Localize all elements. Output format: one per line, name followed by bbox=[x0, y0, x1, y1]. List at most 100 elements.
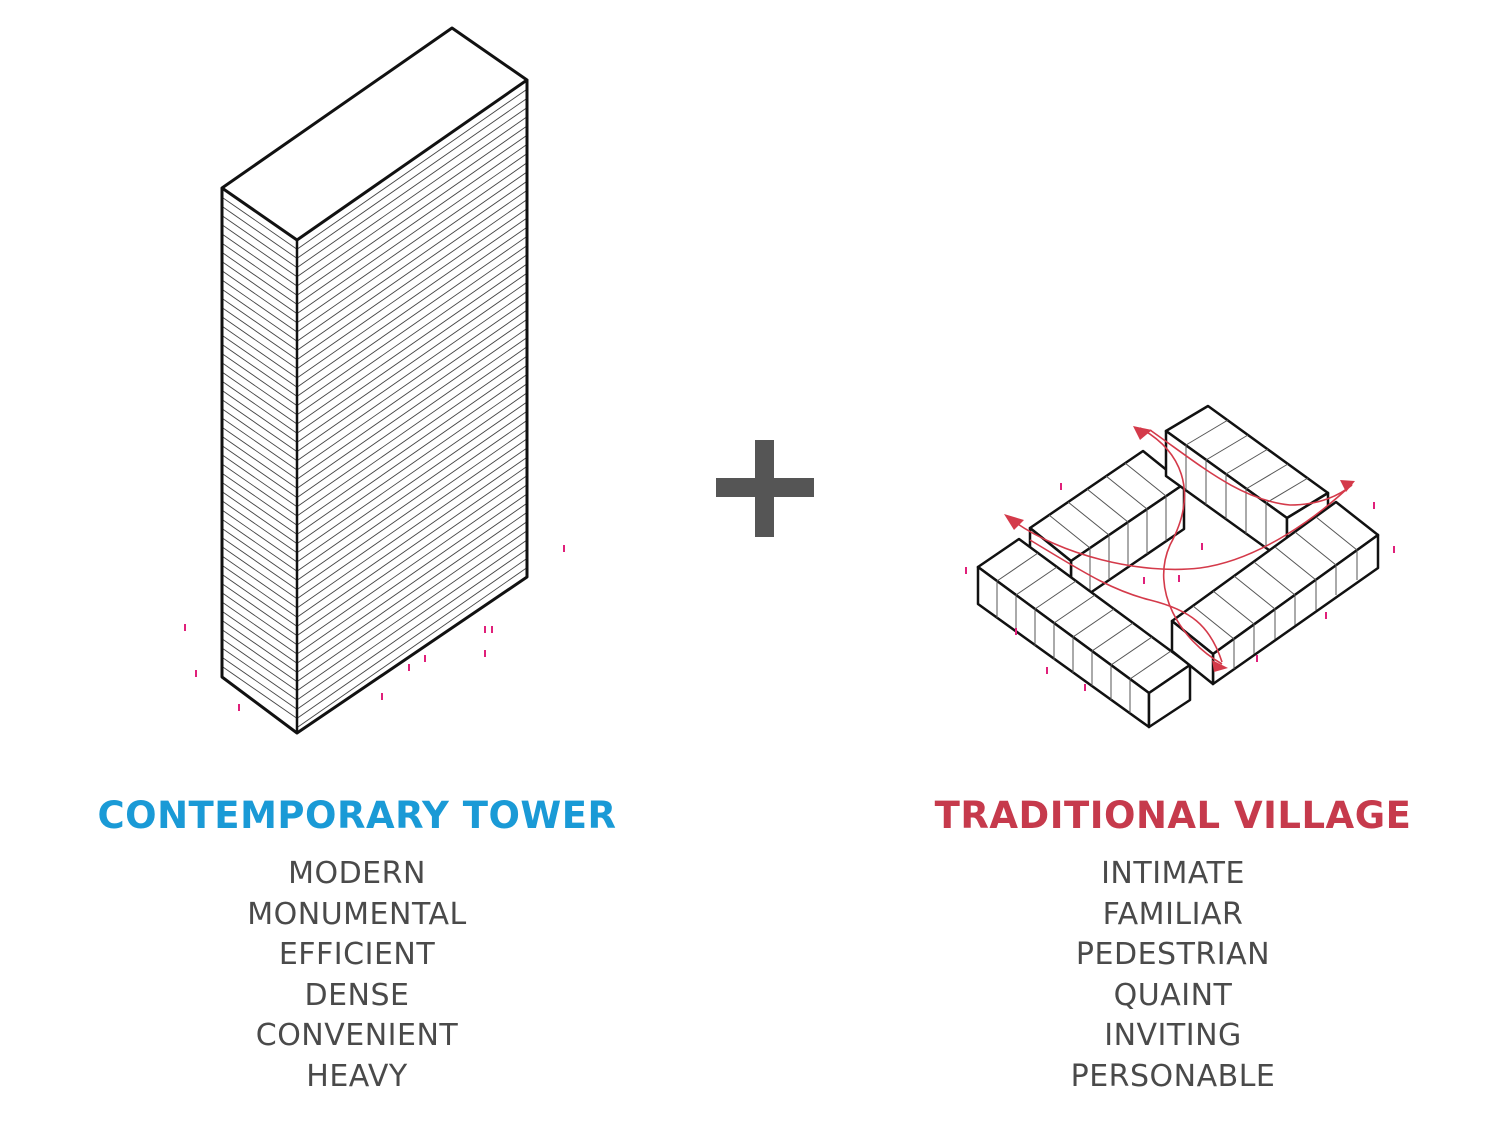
tower-floor-line bbox=[296, 98, 528, 259]
tower-floor-line bbox=[221, 224, 298, 278]
tower-floor-line bbox=[221, 518, 298, 572]
tower-floor-line bbox=[296, 328, 528, 489]
comparison-illustration bbox=[184, 26, 1395, 735]
village-trait: INVITING bbox=[1104, 1018, 1242, 1053]
village-block-back-left bbox=[1028, 449, 1186, 608]
tower-trait: HEAVY bbox=[306, 1058, 408, 1094]
tower-floor-line bbox=[296, 364, 528, 526]
tower-floor-line bbox=[296, 162, 528, 324]
tower-floor-line bbox=[221, 592, 298, 646]
tower-floor-line bbox=[296, 512, 528, 673]
tower-floor-line bbox=[221, 353, 298, 406]
tower-floor-line bbox=[221, 316, 298, 370]
tower-floor-line bbox=[296, 558, 528, 719]
tower-pedestrian-figures bbox=[184, 545, 565, 711]
village-trait: QUAINT bbox=[1113, 977, 1233, 1013]
tower-floor-line bbox=[296, 539, 528, 701]
tower-roof bbox=[220, 26, 529, 242]
tower-floor-line bbox=[296, 153, 528, 314]
tower-trait-list: MODERN MONUMENTAL EFFICIENT DENSE CONVEN… bbox=[57, 854, 657, 1097]
tower-floor-line bbox=[221, 362, 298, 416]
tower-floor-line bbox=[221, 417, 298, 471]
tower-floor-line bbox=[221, 564, 298, 618]
tower-floor-line bbox=[296, 493, 528, 655]
tower-floor-line bbox=[296, 401, 528, 563]
village-trait: PERSONABLE bbox=[1070, 1058, 1276, 1094]
tower-floor-line bbox=[221, 215, 298, 268]
tower-floor-line bbox=[221, 491, 298, 544]
village-blocks-icon bbox=[976, 404, 1380, 729]
village-trait-list: INTIMATE FAMILIAR PEDESTRIAN QUAINT INVI… bbox=[873, 854, 1473, 1097]
tower-floor-line bbox=[296, 88, 528, 250]
tower-title: CONTEMPORARY TOWER bbox=[97, 794, 617, 837]
tower-floor-line bbox=[221, 509, 298, 563]
tower-floor-line bbox=[296, 420, 528, 581]
tower-floor-line bbox=[221, 233, 298, 287]
tower-floor-line bbox=[221, 656, 298, 710]
tower-floor-line bbox=[221, 261, 298, 314]
village-block-front-right bbox=[1170, 500, 1380, 686]
tower-floor-line bbox=[221, 344, 298, 397]
tower-floor-line bbox=[221, 390, 298, 443]
tower-floor-line bbox=[296, 567, 528, 728]
tower-floor-line bbox=[296, 226, 528, 388]
tower-floor-line bbox=[296, 272, 528, 434]
tower-floor-line bbox=[221, 555, 298, 609]
tower-floor-line bbox=[296, 410, 528, 572]
tower-floor-line bbox=[221, 380, 298, 434]
tower-floor-line bbox=[221, 196, 298, 250]
tower-floor-line bbox=[296, 107, 528, 268]
tower-floor-line bbox=[221, 472, 298, 526]
tower-floor-line bbox=[221, 528, 298, 581]
village-trait: FAMILIAR bbox=[1102, 896, 1244, 932]
tower-floor-line bbox=[221, 288, 298, 342]
tower-floor-line bbox=[221, 546, 298, 600]
tower-floor-line bbox=[221, 666, 298, 719]
tower-floor-line bbox=[221, 574, 298, 627]
tower-floor-line bbox=[296, 190, 528, 351]
tower-floor-line bbox=[221, 620, 298, 673]
tower-floor-line bbox=[221, 252, 298, 305]
tower-floor-line bbox=[221, 647, 298, 701]
tower-floor-line bbox=[296, 263, 528, 425]
tower-floor-line bbox=[296, 447, 528, 609]
village-pedestrian-figures bbox=[965, 483, 1395, 691]
plus-icon bbox=[716, 440, 814, 537]
tower-trait: MODERN bbox=[288, 856, 426, 891]
tower-floor-line bbox=[221, 463, 298, 517]
tower-floor-line bbox=[221, 610, 298, 664]
tower-trait: CONVENIENT bbox=[255, 1018, 459, 1053]
tower-floor-line bbox=[221, 325, 298, 379]
tower-trait: MONUMENTAL bbox=[247, 896, 467, 932]
tower-floor-line bbox=[221, 242, 298, 296]
tower-floor-line bbox=[221, 206, 298, 259]
tower-floor-line bbox=[221, 445, 298, 498]
village-column: TRADITIONAL VILLAGE INTIMATE FAMILIAR PE… bbox=[873, 790, 1473, 1097]
tower-floor-line bbox=[296, 466, 528, 627]
tower-floor-lines bbox=[221, 88, 528, 728]
village-trait: PEDESTRIAN bbox=[1075, 937, 1271, 972]
tower-floor-line bbox=[296, 125, 528, 287]
tower-floor-line bbox=[296, 318, 528, 480]
tower-floor-line bbox=[296, 180, 528, 342]
tower-floor-line bbox=[296, 383, 528, 544]
tower-floor-line bbox=[296, 521, 528, 682]
tower-floor-line bbox=[221, 454, 298, 508]
tower-trait: DENSE bbox=[304, 977, 410, 1013]
tower-floor-line bbox=[221, 399, 298, 452]
tower-floor-line bbox=[296, 282, 528, 443]
tower-floor-line bbox=[221, 426, 298, 480]
tower-floor-line bbox=[296, 530, 528, 692]
tower-floor-line bbox=[296, 548, 528, 710]
tower-floor-line bbox=[296, 134, 528, 296]
tower-floor-line bbox=[221, 408, 298, 462]
tower-floor-line bbox=[296, 392, 528, 554]
tower-floor-line bbox=[221, 279, 298, 333]
tower-floor-line bbox=[221, 307, 298, 360]
tower-floor-line bbox=[296, 300, 528, 462]
tower-floor-line bbox=[296, 208, 528, 370]
tower-floor-line bbox=[221, 436, 298, 489]
tower-floor-line bbox=[296, 429, 528, 590]
tower-floor-line bbox=[296, 291, 528, 452]
tower-floor-line bbox=[221, 629, 298, 682]
